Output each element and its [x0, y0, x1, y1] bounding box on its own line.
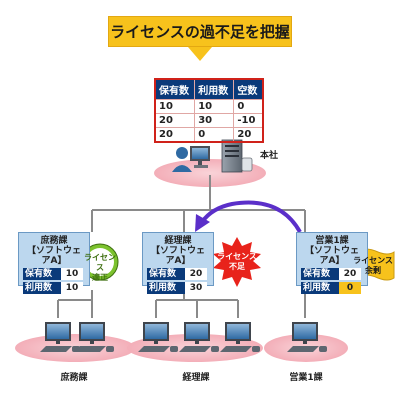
- surplus-badge-text: ライセンス 余剰: [352, 256, 394, 276]
- dept-footer-eigyo: 営業1課: [289, 373, 323, 383]
- ok-badge-text: ライセンス 適正: [82, 253, 118, 283]
- cell-free: 20: [233, 127, 263, 142]
- software-label: 【ソフトウェアA】: [150, 246, 205, 266]
- dept-name: 営業1課: [315, 236, 349, 246]
- owned-value: 20: [185, 268, 207, 280]
- owned-value: 20: [339, 268, 361, 280]
- badge-line-1: ライセンス: [84, 253, 116, 272]
- computer-icon: [138, 322, 178, 352]
- computer-icon: [220, 322, 260, 352]
- hq-monitor-icon: [190, 146, 210, 168]
- dept-box-keiri: 経理課 【ソフトウェアA】 保有数 20 利用数 30: [142, 232, 214, 294]
- badge-line-1: ライセンス: [353, 256, 393, 265]
- cell-used: 0: [194, 127, 234, 142]
- used-value: 30: [185, 282, 207, 294]
- owned-value: 10: [61, 268, 83, 280]
- summary-table: 保有数 利用数 空数 10 10 0 20 30 -10 20 0 20: [154, 78, 264, 143]
- used-key: 利用数: [301, 282, 339, 294]
- header-owned: 保有数: [155, 79, 195, 100]
- computer-icon: [74, 322, 114, 352]
- cell-free: 0: [233, 99, 263, 114]
- header-free: 空数: [233, 79, 263, 100]
- dept-name: 経理課: [164, 236, 192, 246]
- table-row: 20 30 -10: [155, 113, 263, 128]
- used-row: 利用数 0: [301, 282, 363, 294]
- computer-icon: [40, 322, 80, 352]
- ok-badge-inner: [86, 248, 114, 276]
- owned-key: 保有数: [23, 268, 61, 280]
- shortage-badge-text: ライセンス 不足: [215, 252, 259, 272]
- badge-line-2: 適正: [92, 273, 108, 282]
- dept-box-shomu: 庶務課 【ソフトウェアA】 保有数 10 利用数 10: [18, 232, 90, 294]
- table-row: 10 10 0: [155, 99, 263, 114]
- table-row: 20 0 20: [155, 127, 263, 142]
- used-key: 利用数: [23, 282, 61, 294]
- page-title: ライセンスの過不足を把握: [108, 16, 292, 47]
- used-value: 0: [339, 282, 361, 294]
- shortage-starburst-icon: [213, 237, 261, 287]
- user-icon: [172, 147, 192, 172]
- badge-line-2: 余剰: [365, 266, 381, 275]
- software-label: 【ソフトウェアA】: [304, 246, 359, 266]
- pc-icons: [40, 322, 327, 352]
- cell-owned: 20: [155, 113, 195, 128]
- used-value: 10: [61, 282, 83, 294]
- owned-key: 保有数: [301, 268, 339, 280]
- owned-key: 保有数: [147, 268, 185, 280]
- used-row: 利用数 30: [147, 282, 209, 294]
- dept-name: 庶務課: [40, 236, 68, 246]
- dept-box-eigyo: 営業1課 【ソフトウェアA】 保有数 20 利用数 0: [296, 232, 368, 294]
- badge-line-1: ライセンス: [217, 252, 257, 261]
- owned-row: 保有数 20: [147, 268, 209, 280]
- used-row: 利用数 10: [23, 282, 85, 294]
- dept-footer-shomu: 庶務課: [60, 373, 88, 383]
- cell-used: 10: [194, 99, 234, 114]
- computer-icon: [287, 322, 327, 352]
- transfer-arrow-icon: [195, 200, 302, 233]
- cell-free: -10: [233, 113, 263, 128]
- cell-owned: 20: [155, 127, 195, 142]
- used-key: 利用数: [147, 282, 185, 294]
- cell-used: 30: [194, 113, 234, 128]
- summary-header-row: 保有数 利用数 空数: [155, 79, 263, 100]
- software-label: 【ソフトウェアA】: [26, 246, 81, 266]
- owned-row: 保有数 20: [301, 268, 363, 280]
- dept-footer-keiri: 経理課: [182, 373, 210, 383]
- computer-icon: [179, 322, 219, 352]
- cell-owned: 10: [155, 99, 195, 114]
- server-icon: [221, 139, 253, 173]
- header-used: 利用数: [194, 79, 234, 100]
- owned-row: 保有数 10: [23, 268, 85, 280]
- title-arrow-icon: [188, 47, 212, 61]
- badge-line-2: 不足: [229, 262, 245, 271]
- hq-label: 本社: [260, 151, 279, 161]
